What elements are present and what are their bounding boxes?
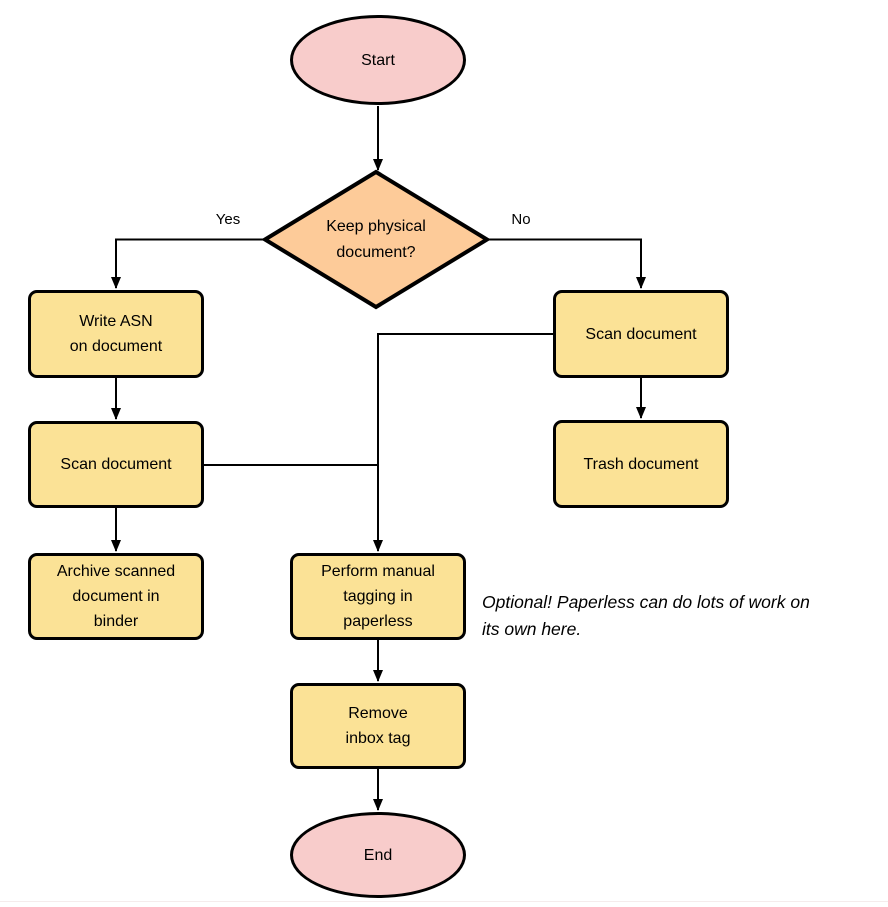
node-trash-document: Trash document <box>553 420 729 508</box>
edge-label-no: No <box>511 211 531 228</box>
node-start-label: Start <box>361 51 395 69</box>
node-manual-tagging-label: Perform manual tagging in paperless <box>321 563 435 630</box>
bottom-hairline <box>0 901 888 902</box>
node-scan-document-left-label: Scan document <box>60 456 172 473</box>
node-remove-inbox-tag-label: Remove inbox tag <box>345 705 411 747</box>
node-trash-document-label: Trash document <box>583 455 699 473</box>
edge-no-to-scan-right <box>487 238 646 289</box>
node-manual-tagging: Perform manual tagging in paperless <box>290 553 466 640</box>
edge-label-yes: Yes <box>215 211 241 228</box>
edge-yes-to-write-asn <box>111 238 265 289</box>
edge-scan-right-to-tagging <box>373 333 553 552</box>
node-archive-document-label: Archive scanned document in binder <box>56 563 176 630</box>
node-remove-inbox-tag: Remove inbox tag <box>290 683 466 769</box>
node-write-asn: Write ASN on document <box>28 290 204 378</box>
node-scan-document-left: Scan document <box>28 421 204 508</box>
node-archive-document: Archive scanned document in binder <box>28 553 204 640</box>
note-optional-paperless: Optional! Paperless can do lots of work … <box>482 592 810 639</box>
node-decision-label: Keep physical document? <box>326 218 426 261</box>
node-scan-document-right-label: Scan document <box>585 325 697 343</box>
node-end: End <box>290 812 466 898</box>
node-end-label: End <box>363 846 393 864</box>
node-start: Start <box>290 15 466 105</box>
node-write-asn-label: Write ASN on document <box>69 313 163 355</box>
node-scan-document-right: Scan document <box>553 290 729 378</box>
